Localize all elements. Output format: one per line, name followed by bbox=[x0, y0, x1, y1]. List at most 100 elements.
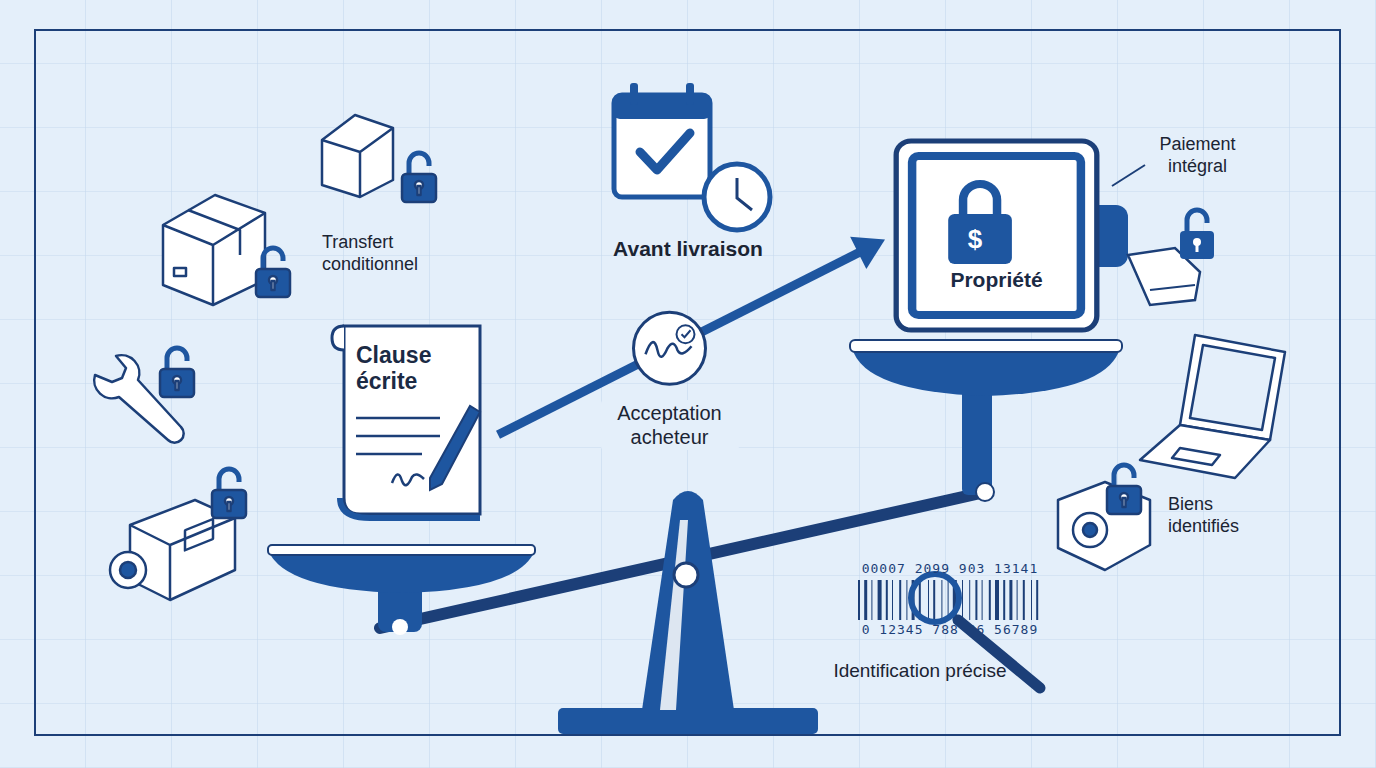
laptop-icon bbox=[1140, 335, 1285, 478]
graphic-part bbox=[1180, 335, 1285, 440]
graphic-part bbox=[886, 580, 888, 620]
node-title: Clause écrite bbox=[356, 342, 468, 395]
graphic-part bbox=[660, 520, 688, 710]
graphic-part bbox=[963, 184, 997, 218]
graphic-part bbox=[558, 708, 818, 734]
graphic-part bbox=[976, 483, 994, 501]
text-label: Paiement intégral bbox=[1140, 134, 1255, 177]
graphic-part bbox=[356, 418, 440, 454]
graphic-part bbox=[640, 133, 690, 170]
graphic-part bbox=[1031, 580, 1032, 620]
graphic-part bbox=[982, 580, 983, 620]
graphic-part bbox=[1150, 285, 1195, 290]
graphic-part bbox=[1036, 580, 1038, 620]
graphic-part bbox=[340, 498, 480, 518]
check-mark bbox=[682, 330, 691, 337]
edge-label: Acceptation acheteur bbox=[601, 400, 739, 450]
graphic-part bbox=[430, 406, 480, 490]
graphic-part bbox=[163, 210, 265, 305]
graphic-part bbox=[911, 574, 959, 622]
node-title: Propriété bbox=[893, 268, 1100, 292]
check-badge bbox=[677, 325, 695, 343]
graphic-part bbox=[392, 474, 424, 485]
graphic-part bbox=[941, 580, 942, 620]
graphic-part bbox=[686, 83, 694, 105]
text-label: 00007 2099 903 13141 bbox=[862, 561, 1039, 577]
graphic-part bbox=[962, 580, 963, 620]
signature-badge bbox=[634, 312, 706, 384]
text-label: Identification précise bbox=[830, 660, 1010, 683]
graphic-part bbox=[614, 95, 710, 119]
graphic-part bbox=[1172, 448, 1220, 465]
barcode bbox=[858, 580, 1038, 620]
graphic-part bbox=[1112, 165, 1145, 186]
text-label: Avant livraison bbox=[613, 236, 763, 261]
graphic-part bbox=[322, 115, 393, 197]
graphic-part bbox=[704, 164, 770, 230]
graphic-part bbox=[344, 326, 480, 514]
graphic-part bbox=[256, 248, 290, 297]
graphic-part bbox=[906, 580, 907, 620]
graphic-part bbox=[110, 552, 146, 588]
scroll-node: Clause écrite bbox=[330, 318, 490, 523]
graphic-part bbox=[174, 268, 186, 276]
graphic-part bbox=[989, 580, 991, 620]
graphic-part bbox=[402, 153, 436, 202]
graphic-part bbox=[120, 562, 136, 578]
graphic-part bbox=[1023, 580, 1025, 620]
graphic-part bbox=[1107, 465, 1141, 514]
graphic-part bbox=[130, 518, 235, 600]
graphic-part bbox=[160, 348, 194, 397]
graphic-part bbox=[858, 580, 860, 620]
safe-parts bbox=[1086, 165, 1214, 305]
graphic-part bbox=[1098, 205, 1128, 267]
text-label: $ bbox=[968, 224, 982, 255]
graphic-part bbox=[642, 491, 734, 710]
graphic-part bbox=[850, 340, 1122, 352]
safe-outline bbox=[893, 138, 1100, 333]
graphic-part bbox=[948, 580, 949, 620]
graphic-part bbox=[896, 141, 1097, 330]
graphic-part bbox=[995, 580, 999, 620]
graphic-part bbox=[737, 178, 752, 210]
graphic-part bbox=[185, 519, 213, 550]
signature-scribble bbox=[646, 342, 692, 357]
graphic-part bbox=[614, 95, 710, 197]
graphic-part bbox=[35, 30, 1340, 735]
graphic-part bbox=[674, 563, 698, 587]
graphic-part bbox=[268, 545, 535, 555]
graphic-part bbox=[1140, 425, 1270, 478]
graphic-part bbox=[1073, 513, 1107, 547]
safe-node: Propriété bbox=[893, 138, 1100, 333]
graphic-part bbox=[864, 580, 867, 620]
graphic-part bbox=[969, 580, 970, 620]
graphic-part bbox=[268, 550, 535, 593]
graphic-part bbox=[899, 580, 901, 620]
camera-icon bbox=[1058, 465, 1150, 570]
graphic-part bbox=[975, 580, 977, 620]
graphic-part bbox=[332, 326, 344, 350]
graphic-part bbox=[1083, 523, 1097, 537]
graphic-part bbox=[322, 128, 393, 197]
graphic-part bbox=[948, 214, 1012, 264]
graphic-part bbox=[933, 580, 935, 620]
graphic-part bbox=[392, 619, 408, 635]
graphic-part bbox=[912, 156, 1081, 315]
graphic-part bbox=[1017, 580, 1018, 620]
graphic-part bbox=[892, 580, 893, 620]
graphic-part bbox=[212, 469, 246, 518]
graphic-part bbox=[852, 348, 1120, 396]
calendar-icon bbox=[614, 83, 770, 230]
text-label: Transfert conditionnel bbox=[322, 232, 447, 275]
graphic-part bbox=[630, 83, 638, 105]
graphic-part bbox=[1180, 210, 1214, 259]
text-label: 0 12345 788 96 56789 bbox=[862, 622, 1039, 638]
graphic-part bbox=[871, 580, 872, 620]
graphic-part bbox=[928, 580, 929, 620]
graphic-part bbox=[1003, 580, 1005, 620]
graphic-part bbox=[1009, 580, 1012, 620]
